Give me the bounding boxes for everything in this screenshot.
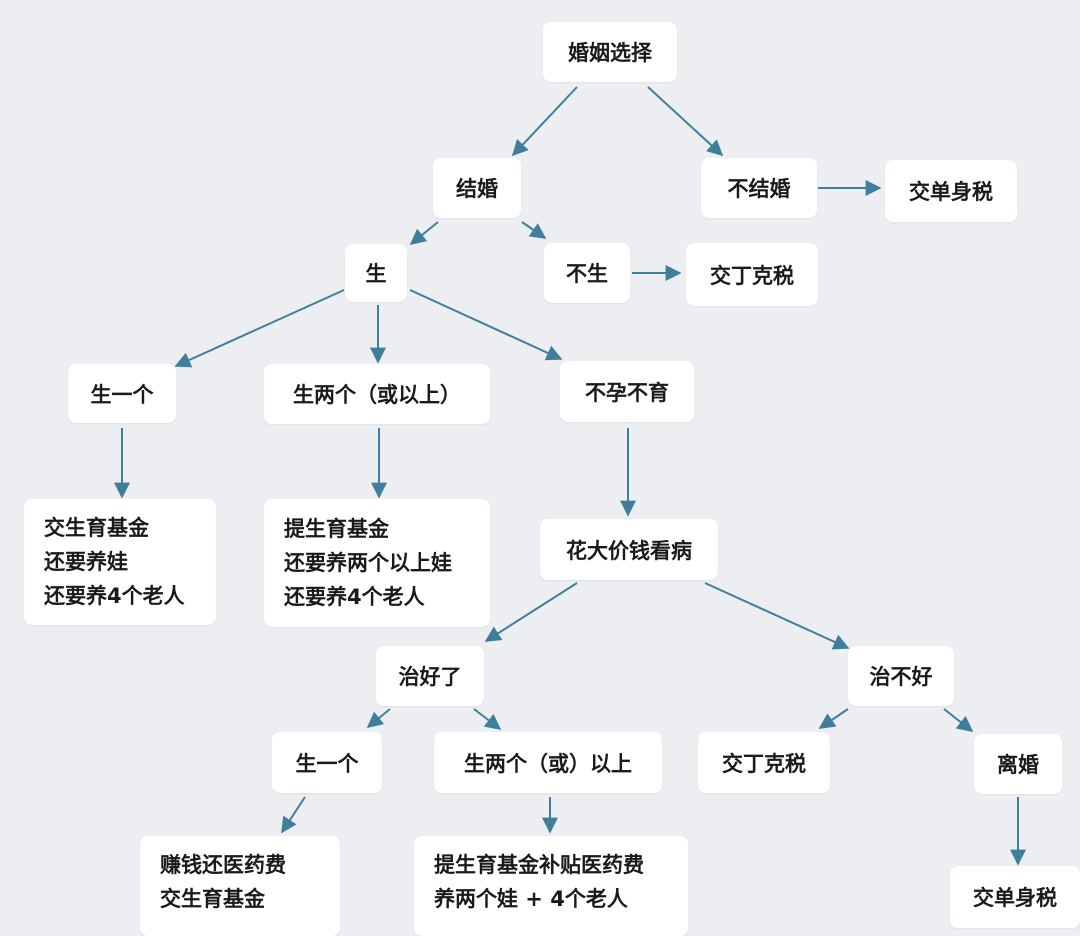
node-divorce-single-tax: 交单身税: [950, 866, 1080, 928]
node-cured-one: 生一个: [272, 732, 382, 793]
node-root: 婚姻选择: [543, 22, 677, 82]
result-line: 交生育基金: [160, 887, 265, 911]
edge-treatment-not-cured: [704, 582, 850, 650]
result-line: 还要养4个老人: [284, 585, 425, 609]
edge-marry-no-kids: [521, 221, 547, 239]
edge-have-kids-infertile: [409, 289, 563, 361]
node-two-plus: 生两个（或以上）: [264, 364, 490, 424]
result-line: 提生育基金补贴医药费: [434, 853, 644, 877]
node-expensive-treatment: 花大价钱看病: [540, 519, 718, 580]
node-divorce: 离婚: [974, 734, 1062, 794]
result-line: 交生育基金: [44, 516, 149, 540]
node-no-kids: 不生: [544, 243, 630, 303]
edge-root-marry: [511, 86, 578, 157]
node-two-plus-result: 提生育基金 还要养两个以上娃 还要养4个老人: [264, 499, 490, 627]
node-not-marry: 不结婚: [701, 158, 817, 218]
edge-not-cured-divorce: [943, 708, 974, 732]
node-cured: 治好了: [376, 646, 484, 706]
node-cured-two-plus-result: 提生育基金补贴医药费 养两个娃 + 4个老人: [414, 836, 688, 936]
result-line: 还要养娃: [44, 550, 128, 574]
edge-marry-have-kids: [409, 221, 439, 246]
result-line: 养两个娃 + 4个老人: [434, 887, 628, 911]
node-infertile: 不孕不育: [560, 361, 694, 422]
result-line: 赚钱还医药费: [160, 853, 286, 877]
edge-treatment-cured: [484, 582, 578, 642]
edge-root-not-marry: [647, 86, 724, 157]
node-have-kids: 生: [345, 244, 407, 302]
result-line: 提生育基金: [284, 517, 389, 541]
node-one-child: 生一个: [68, 364, 176, 423]
edge-have-kids-one: [174, 289, 345, 368]
node-dink-tax: 交丁克税: [686, 243, 818, 306]
edge-cured-one: [366, 708, 391, 729]
edge-not-cured-dink: [818, 708, 849, 729]
node-cured-one-result: 赚钱还医药费 交生育基金: [140, 836, 340, 936]
node-not-cured: 治不好: [848, 646, 954, 706]
node-not-cured-dink-tax: 交丁克税: [698, 732, 830, 793]
node-cured-two-plus: 生两个（或）以上: [434, 732, 662, 793]
result-line: 还要养4个老人: [44, 584, 185, 608]
node-single-tax: 交单身税: [885, 160, 1017, 222]
node-one-child-result: 交生育基金 还要养娃 还要养4个老人: [24, 499, 216, 625]
result-line: 还要养两个以上娃: [284, 551, 452, 575]
node-marry: 结婚: [433, 158, 521, 218]
edge-cured-one-result: [281, 796, 306, 834]
edge-cured-two: [473, 708, 502, 730]
